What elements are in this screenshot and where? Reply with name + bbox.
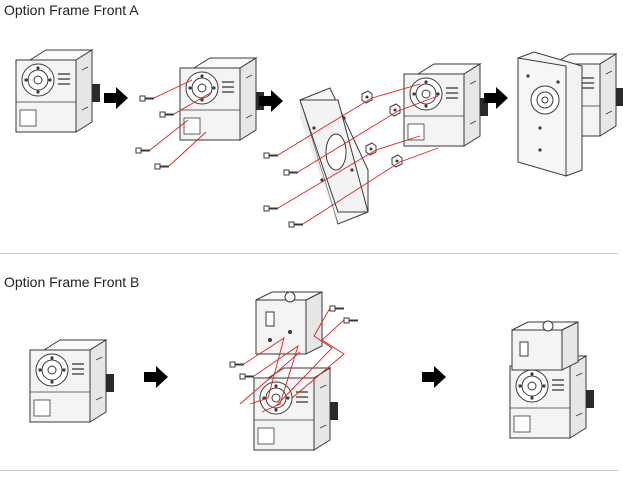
screw-icon	[239, 373, 255, 380]
guide-lines	[149, 79, 213, 167]
screw-icon	[343, 317, 359, 324]
step-arrow-icon	[104, 87, 128, 109]
option-frame-plate-icon	[517, 51, 583, 177]
servo-motor-icon	[29, 339, 115, 423]
step-arrow-icon	[144, 366, 168, 388]
servo-motor-icon	[15, 49, 101, 133]
servo-motor-icon	[253, 367, 339, 451]
screw-icon	[263, 152, 279, 159]
guide-lines	[277, 83, 439, 225]
screw-icon	[135, 147, 151, 154]
servo-motor-icon	[403, 63, 489, 147]
section-title-a: Option Frame Front A	[4, 2, 139, 18]
screw-icon	[159, 111, 175, 118]
nut-icon	[389, 103, 401, 117]
screw-icon	[229, 361, 245, 368]
option-frame-bracket-icon	[255, 291, 323, 355]
guide-lines	[239, 307, 345, 413]
step-arrow-icon	[422, 366, 446, 388]
row-b	[29, 291, 595, 451]
servo-motor-icon	[179, 57, 265, 141]
option-frame-plate-icon	[299, 87, 369, 225]
screw-icon	[154, 163, 170, 170]
screw-icon	[263, 205, 279, 212]
section-divider	[0, 253, 618, 254]
section-divider	[0, 470, 618, 471]
screw-icon	[283, 169, 299, 176]
nut-icon	[391, 154, 403, 168]
section-title-b: Option Frame Front B	[4, 274, 140, 290]
row-a	[15, 49, 623, 228]
screw-icon	[288, 221, 304, 228]
screw-icon	[139, 95, 155, 102]
screw-icon	[329, 305, 345, 312]
option-frame-bracket-icon	[511, 320, 579, 371]
